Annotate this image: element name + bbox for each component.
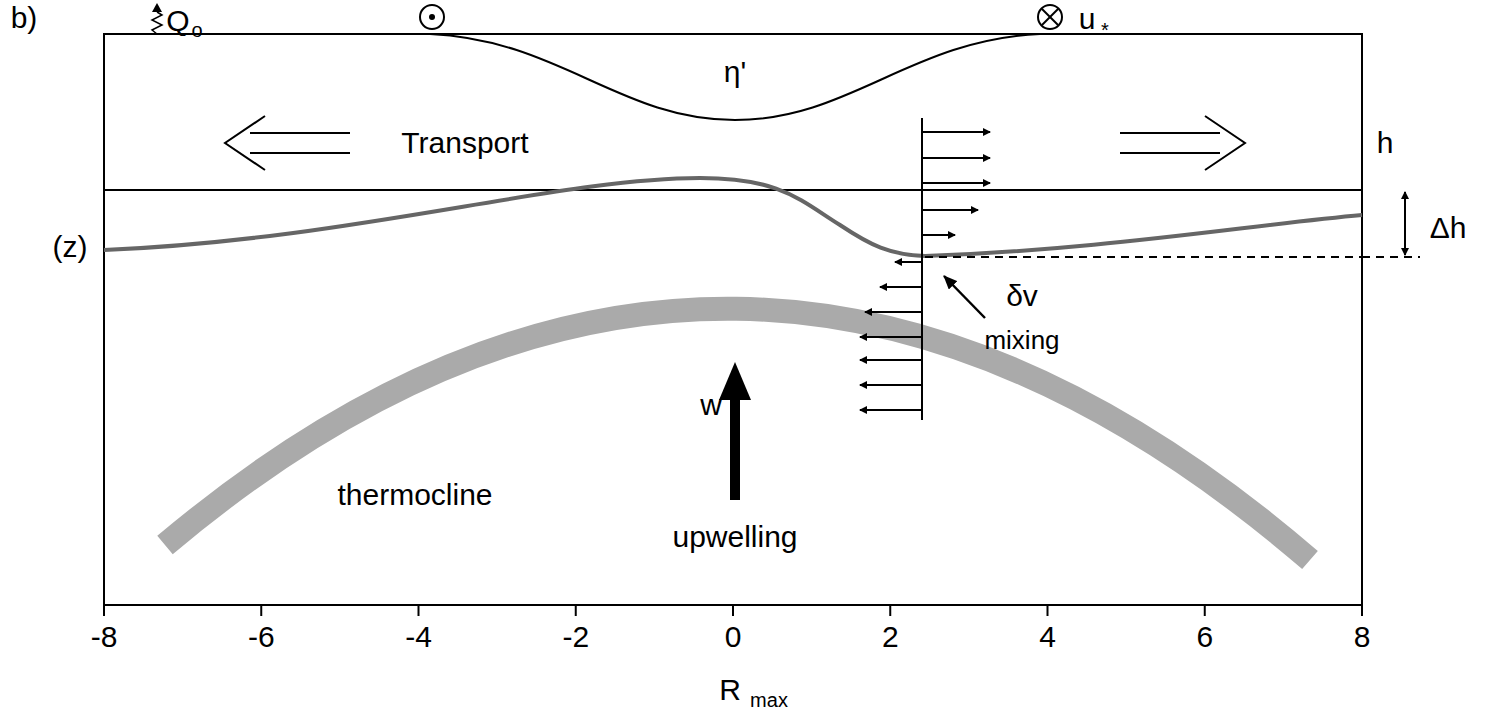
tick-label: -6	[248, 622, 275, 652]
dashed-reference	[925, 256, 1362, 258]
dimension-arrow	[1404, 200, 1406, 255]
axis-tick	[889, 605, 891, 616]
mixed-layer-depth-curve	[104, 178, 1362, 256]
axis-tick	[418, 605, 420, 616]
symbol-label: Δh	[1430, 213, 1467, 243]
tick-label: 2	[882, 622, 899, 652]
process-label: mixing	[984, 327, 1059, 353]
symbol-label: w	[700, 390, 722, 420]
axis-tick	[732, 605, 734, 616]
panel-label: b)	[11, 3, 38, 33]
symbol-label: η'	[724, 57, 746, 87]
tick-label: 0	[725, 622, 742, 652]
tick-label: 6	[1196, 622, 1213, 652]
axis-tick	[1361, 605, 1363, 616]
dimension-arrow	[1404, 192, 1406, 200]
axis-label: (z)	[53, 232, 88, 262]
leader-arrow	[944, 276, 985, 318]
axis-tick	[103, 605, 105, 616]
symbol-label: u	[1079, 4, 1096, 34]
mixed-layer-line	[104, 189, 1362, 191]
axis-tick	[1204, 605, 1206, 616]
axis-ticks	[104, 605, 1362, 616]
dashed-reference	[1362, 256, 1420, 258]
process-label: upwelling	[672, 522, 797, 552]
flow-label: Transport	[401, 128, 528, 158]
axis-tick	[1047, 605, 1049, 616]
velocity-profile	[860, 118, 990, 420]
axis-label: R	[719, 675, 741, 705]
subscript: max	[750, 690, 788, 710]
layer-label: thermocline	[337, 480, 492, 510]
subscript: o	[191, 20, 202, 40]
tick-label: 8	[1354, 622, 1371, 652]
tick-label: -8	[91, 622, 118, 652]
wind-symbol	[420, 5, 1062, 29]
tick-label: -2	[562, 622, 589, 652]
tick-label: -4	[405, 622, 432, 652]
surface-height-curve	[430, 34, 1040, 120]
axis-tick	[260, 605, 262, 616]
thermocline-band	[165, 309, 1310, 560]
heat-flux-arrow	[152, 12, 162, 34]
symbol-label: Q	[166, 6, 189, 36]
subscript: *	[1101, 20, 1109, 40]
plot-frame	[104, 34, 1362, 605]
transport-arrow	[225, 116, 1245, 170]
symbol-label: δv	[1006, 281, 1038, 311]
heat-flux-arrow	[152, 3, 162, 12]
symbol-label: h	[1377, 128, 1394, 158]
axis-tick	[575, 605, 577, 616]
upwelling-arrow	[719, 362, 751, 400]
upwelling-arrow	[730, 395, 740, 500]
wind-symbol	[429, 14, 435, 20]
tick-label: 4	[1039, 622, 1056, 652]
